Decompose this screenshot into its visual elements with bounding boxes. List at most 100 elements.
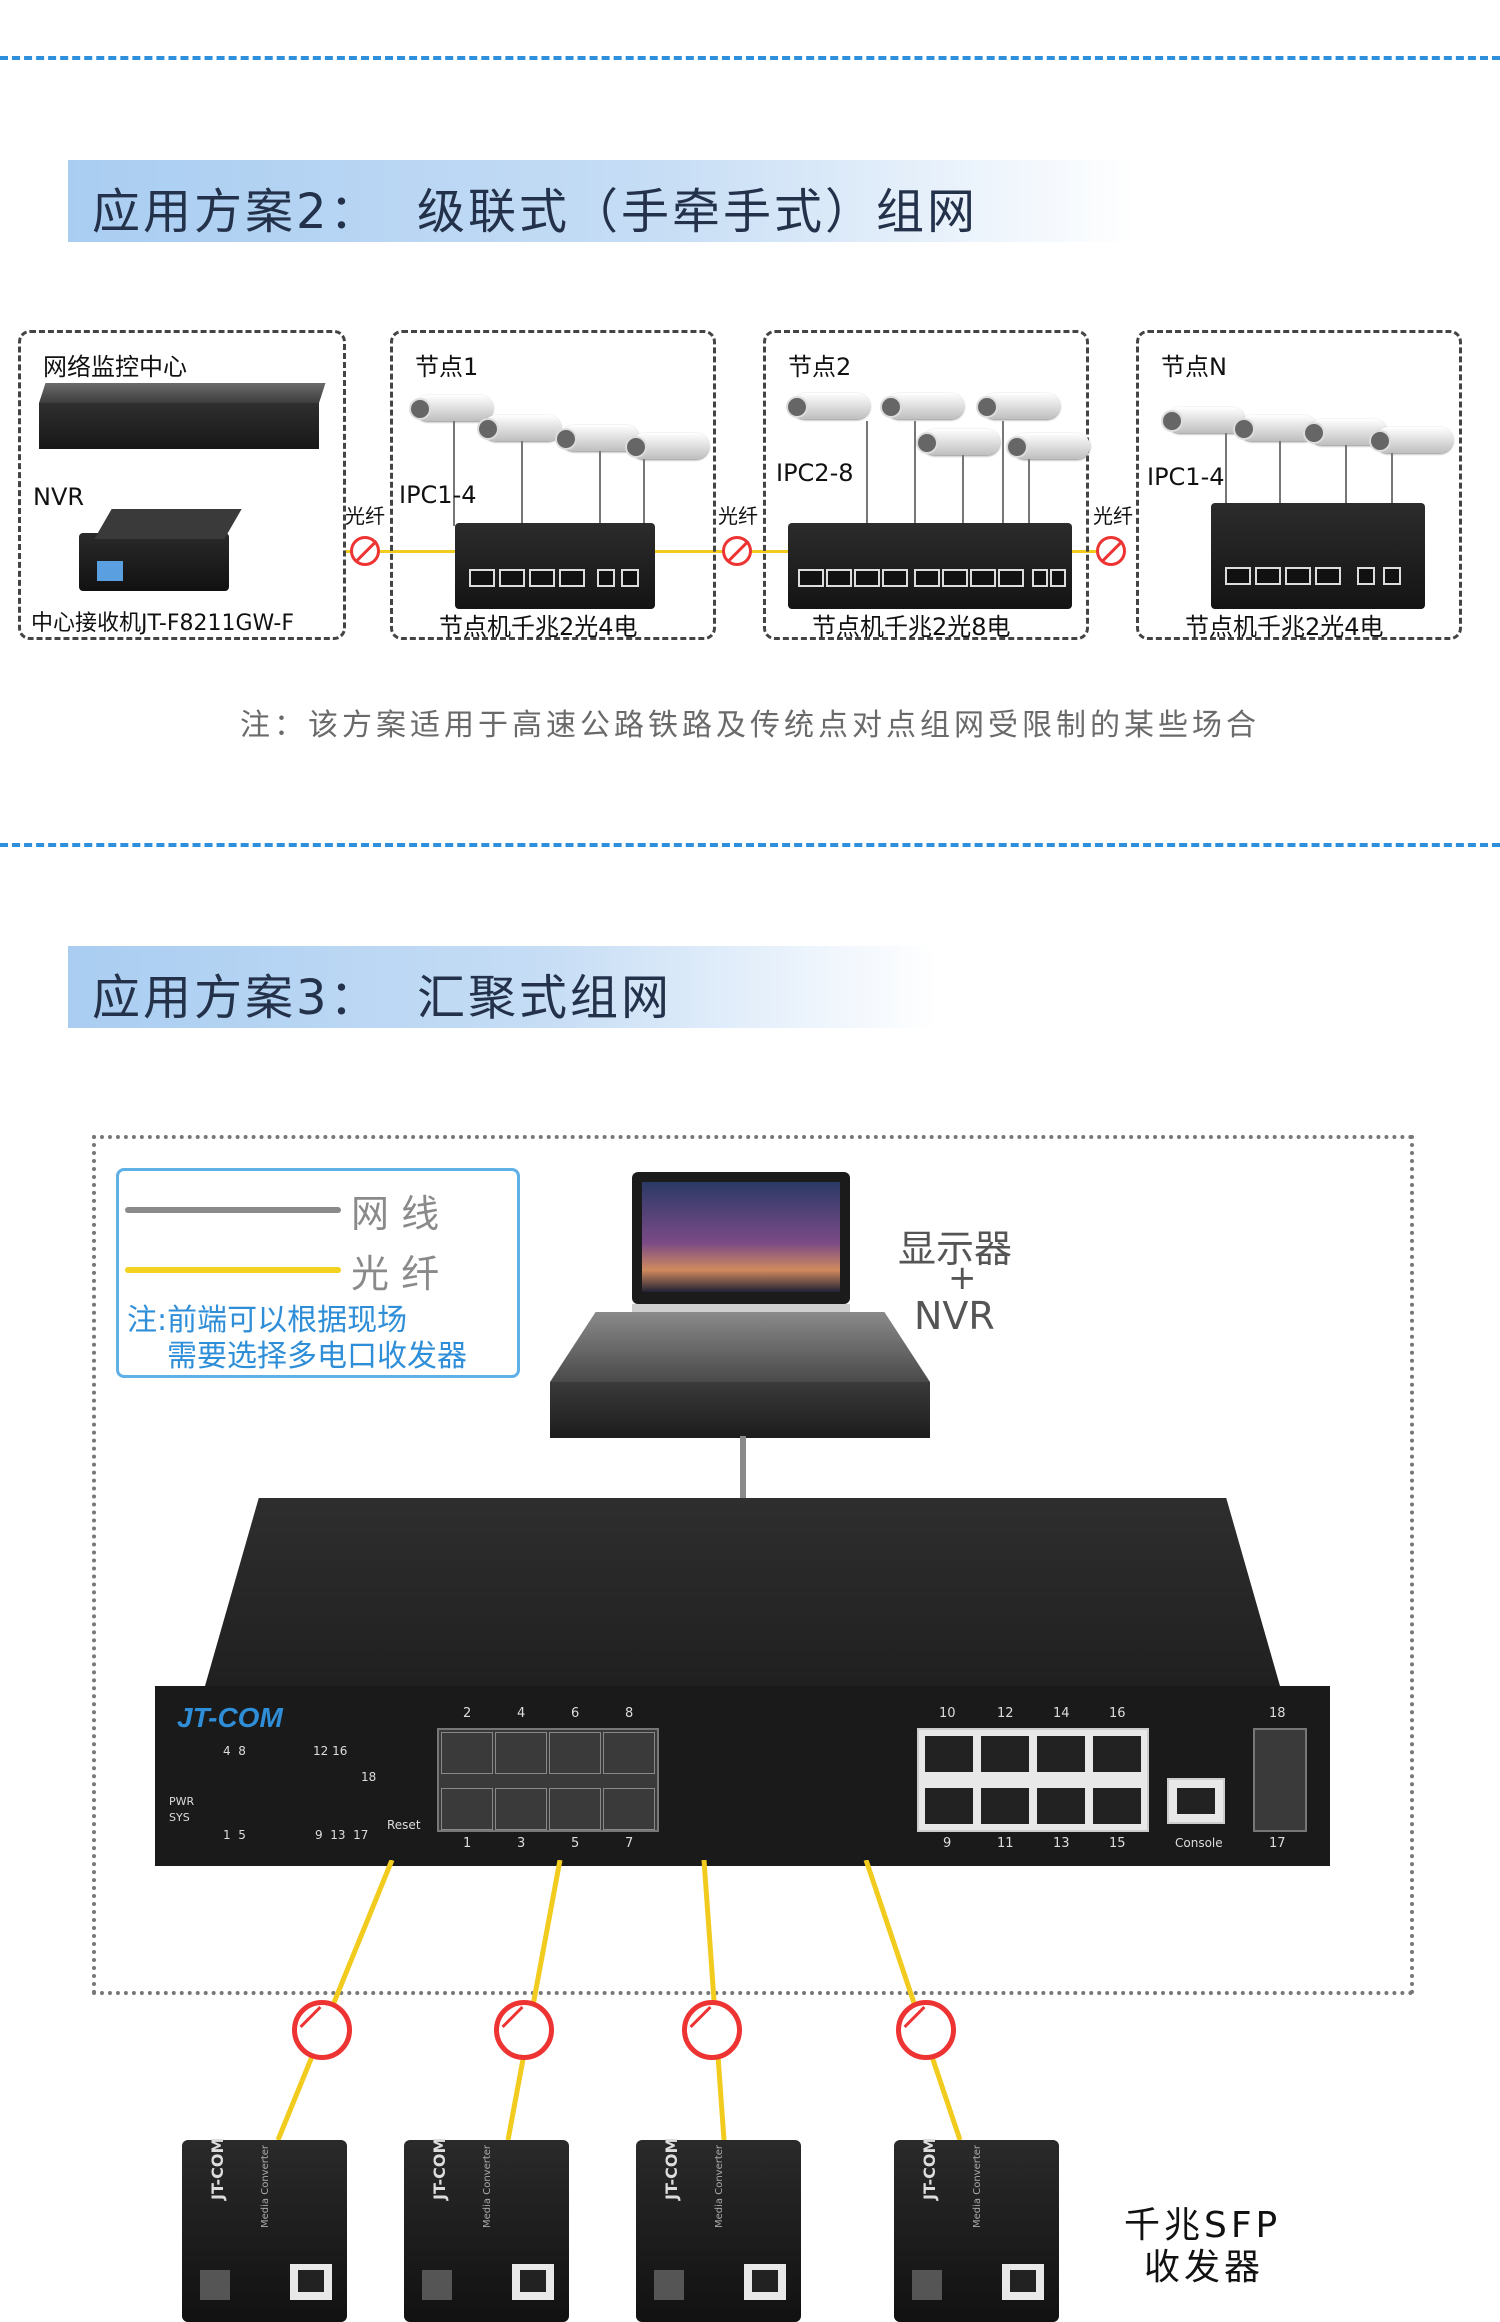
fiber-sign-icon — [494, 2000, 554, 2060]
rj-num-13: 13 — [1053, 1836, 1070, 1851]
ipc-label-n: IPC1-4 — [1147, 463, 1225, 491]
media-converter: JT-COM Media Converter — [636, 2140, 801, 2322]
fiber-sign-icon — [292, 2000, 352, 2060]
top-divider — [0, 56, 1500, 60]
cascade-diagram: 网络监控中心 NVR 中心接收机JT-F8211GW-F 光纤 光纤 光纤 节点… — [0, 320, 1500, 650]
node-switch-n — [1211, 503, 1425, 609]
receiver-device — [79, 503, 229, 593]
media-converter: JT-COM Media Converter — [182, 2140, 347, 2322]
aggregation-switch: JT-COM PWR SYS 4 8 12 16 18 1 5 9 13 17 … — [155, 1498, 1330, 1808]
sfp-cage — [437, 1728, 659, 1832]
node-box-2: 节点2 IPC2-8 节点机千兆2光8电 — [763, 330, 1089, 640]
camera-icon — [922, 429, 1000, 455]
camera-icon — [792, 393, 870, 419]
fiber-legend-label: 光 纤 — [351, 1243, 439, 1298]
section2-banner: 应用方案2： 级联式（手牵手式）组网 — [68, 160, 1138, 242]
node-title-n: 节点N — [1161, 347, 1227, 382]
rj-num-16: 16 — [1109, 1706, 1126, 1721]
camera-icon — [886, 393, 964, 419]
sfp-num-8: 8 — [625, 1706, 633, 1721]
fiber-lines — [0, 1860, 1500, 2160]
camera-icon — [631, 433, 709, 459]
center-title: 网络监控中心 — [43, 347, 187, 382]
fiber-label-3: 光纤 — [1093, 500, 1133, 529]
camera-icon — [982, 393, 1060, 419]
sfp-num-4: 4 — [517, 1706, 525, 1721]
sfp-num-5: 5 — [571, 1836, 579, 1851]
media-converter: JT-COM Media Converter — [894, 2140, 1059, 2322]
section3-title: 应用方案3： 汇聚式组网 — [92, 958, 672, 1028]
sfp-num-2: 2 — [463, 1706, 471, 1721]
node-switch-1 — [455, 523, 655, 609]
node-title-2: 节点2 — [788, 347, 851, 382]
fiber-sign-icon — [682, 2000, 742, 2060]
led-18: 18 — [361, 1770, 376, 1784]
nvr-device — [39, 383, 319, 463]
cable-legend-label: 网 线 — [351, 1183, 439, 1238]
converter-brand: JT-COM — [920, 2138, 939, 2200]
receiver-label: 中心接收机JT-F8211GW-F — [31, 605, 294, 637]
rj-num-9: 9 — [943, 1836, 951, 1851]
sfp-num-7: 7 — [625, 1836, 633, 1851]
converter-sub: Media Converter — [482, 2145, 493, 2228]
led-labels: PWR SYS — [169, 1794, 194, 1826]
converter-brand: JT-COM — [662, 2138, 681, 2200]
section3-banner: 应用方案3： 汇聚式组网 — [68, 946, 938, 1028]
rj-num-14: 14 — [1053, 1706, 1070, 1721]
section2-title: 应用方案2： 级联式（手牵手式）组网 — [92, 172, 978, 242]
rj-num-12: 12 — [997, 1706, 1014, 1721]
reset-button[interactable]: Reset — [387, 1818, 421, 1832]
fiber-sign-icon — [896, 2000, 956, 2060]
rj-num-11: 11 — [997, 1836, 1014, 1851]
node-box-n: 节点N IPC1-4 节点机千兆2光4电 — [1136, 330, 1462, 640]
node-switch-label-n: 节点机千兆2光4电 — [1185, 607, 1384, 642]
cable-swatch — [125, 1207, 341, 1213]
uplink-num-18: 18 — [1269, 1706, 1286, 1721]
console-port — [1167, 1778, 1225, 1824]
switch-brand: JT-COM — [177, 1702, 283, 1734]
monitor-label-3: NVR — [914, 1294, 995, 1338]
rj-num-15: 15 — [1109, 1836, 1126, 1851]
legend: 网 线 光 纤 注:前端可以根据现场 需要选择多电口收发器 — [116, 1168, 520, 1378]
camera-icon — [415, 395, 493, 421]
node-switch-2 — [788, 523, 1072, 609]
monitor-center-box: 网络监控中心 NVR 中心接收机JT-F8211GW-F — [18, 330, 346, 640]
sfp-num-1: 1 — [463, 1836, 471, 1851]
node-box-1: 节点1 IPC1-4 节点机千兆2光4电 — [390, 330, 716, 640]
middle-divider — [0, 843, 1500, 847]
led-numbers-bottom: 1 5 — [223, 1828, 246, 1842]
camera-icon — [1375, 427, 1453, 453]
monitor-label-2: + — [948, 1258, 977, 1298]
fiber-icon-2 — [722, 536, 752, 566]
fiber-icon-3 — [1096, 536, 1126, 566]
converter-sub: Media Converter — [714, 2145, 725, 2228]
converter-sub: Media Converter — [972, 2145, 983, 2228]
led-numbers-top2: 12 16 — [313, 1744, 347, 1758]
camera-icon — [1012, 433, 1090, 459]
rj45-block — [917, 1728, 1149, 1832]
network-cable — [740, 1436, 746, 1502]
converter-brand: JT-COM — [208, 2138, 227, 2200]
ipc-label-2: IPC2-8 — [776, 459, 854, 487]
ipc-label-1: IPC1-4 — [399, 481, 477, 509]
nvr-box — [550, 1312, 930, 1438]
console-label: Console — [1175, 1836, 1223, 1850]
converter-sub: Media Converter — [260, 2145, 271, 2228]
fiber-label-1: 光纤 — [345, 500, 385, 529]
uplink-num-17: 17 — [1269, 1836, 1286, 1851]
led-numbers-top: 4 8 — [223, 1744, 246, 1758]
nvr-label: NVR — [33, 483, 84, 511]
uplink-cage — [1253, 1728, 1307, 1832]
node-switch-label-1: 节点机千兆2光4电 — [439, 607, 638, 642]
converter-label-2: 收发器 — [1144, 2238, 1264, 2290]
node-title-1: 节点1 — [415, 347, 478, 382]
sfp-num-6: 6 — [571, 1706, 579, 1721]
media-converter: JT-COM Media Converter — [404, 2140, 569, 2322]
node-switch-label-2: 节点机千兆2光8电 — [812, 607, 1011, 642]
led-numbers-bottom2: 9 13 17 — [315, 1828, 368, 1842]
converter-brand: JT-COM — [430, 2138, 449, 2200]
legend-note-2: 需要选择多电口收发器 — [167, 1331, 467, 1375]
section2-note: 注：该方案适用于高速公路铁路及传统点对点组网受限制的某些场合 — [0, 700, 1500, 744]
fiber-swatch — [125, 1267, 341, 1273]
sfp-num-3: 3 — [517, 1836, 525, 1851]
